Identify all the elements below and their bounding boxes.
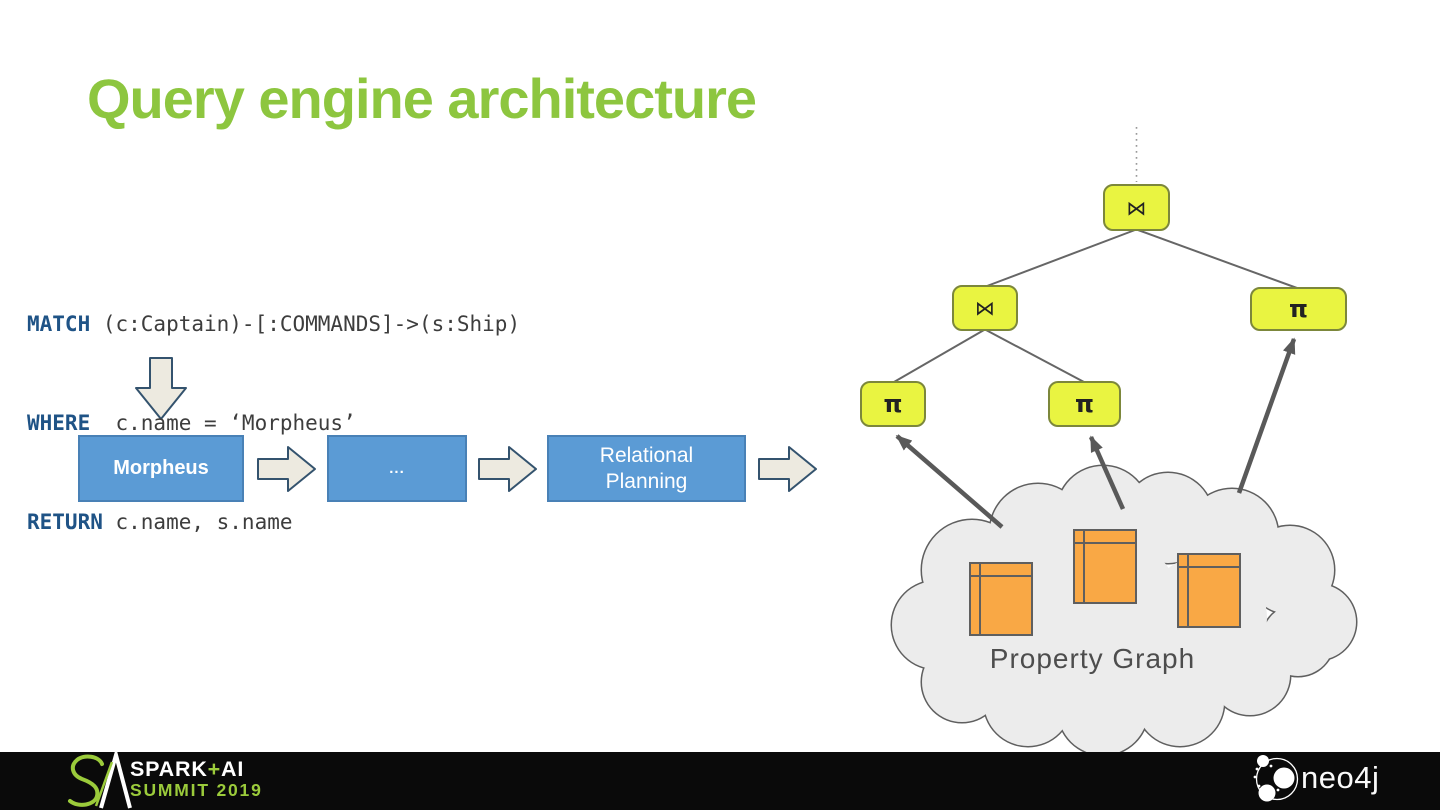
cypher-query-code: MATCH (c:Captain)-[:COMMANDS]->(s:Ship) … <box>27 242 520 605</box>
flow-arrow-icon <box>758 446 817 492</box>
table-icon <box>1073 529 1137 604</box>
plus-sign: + <box>207 757 222 781</box>
pipeline-box-intermediate: ... <box>327 435 467 502</box>
scan-arrow <box>1236 337 1297 494</box>
cypher-keyword: MATCH <box>27 312 91 336</box>
scan-arrow <box>895 434 1004 529</box>
code-line: MATCH (c:Captain)-[:COMMANDS]->(s:Ship) <box>27 308 520 341</box>
flow-arrow-icon <box>478 446 537 492</box>
plan-edge <box>985 329 1085 383</box>
down-arrow-icon <box>135 357 187 420</box>
neo4j-logo-icon <box>1253 755 1299 802</box>
plan-tree-edges <box>893 229 1298 383</box>
plan-edge <box>893 329 985 383</box>
spark-word: SPARK <box>130 757 208 781</box>
table-icon <box>1177 553 1241 628</box>
plan-edge <box>986 229 1136 287</box>
code-line: RETURN c.name, s.name <box>27 506 520 539</box>
table-icon <box>969 562 1033 636</box>
pipeline-box-relational-planning: Relational Planning <box>547 435 746 502</box>
plan-node-project-mid: π <box>1048 381 1121 427</box>
scan-arrow <box>1088 435 1126 510</box>
plan-edge <box>1137 229 1298 289</box>
neo4j-logo-text: neo4j <box>1301 760 1380 795</box>
footer-bar: SPARK+AI SUMMIT 2019 neo4j <box>0 752 1440 810</box>
cypher-text: (c:Captain)-[:COMMANDS]->(s:Ship) <box>90 312 521 336</box>
code-line: WHERE c.name = ‘Morpheus’ <box>27 407 520 440</box>
plan-node-join-top: ⋈ <box>1103 184 1170 231</box>
scan-arrows <box>895 337 1297 529</box>
cypher-keyword: RETURN <box>27 510 103 534</box>
page-title: Query engine architecture <box>87 67 757 130</box>
ai-word: AI <box>221 757 245 781</box>
property-graph-cloud <box>890 464 1358 757</box>
spark-ai-summit-logo-text: SPARK+AI SUMMIT 2019 <box>130 758 263 801</box>
summit-year-label: SUMMIT 2019 <box>130 780 263 800</box>
flow-arrow-icon <box>257 446 316 492</box>
property-graph-label: Property Graph <box>989 643 1196 674</box>
cypher-text: c.name, s.name <box>102 510 293 534</box>
spark-ai-wordmark: SPARK+AI <box>130 758 263 780</box>
plan-node-join-left: ⋈ <box>952 285 1018 331</box>
spark-ai-summit-logo-mark <box>68 752 132 809</box>
cypher-keyword: WHERE <box>27 411 91 435</box>
plan-node-project-right: π <box>1250 287 1347 331</box>
plan-node-project-left: π <box>860 381 926 427</box>
cypher-text: c.name = ‘Morpheus’ <box>90 411 356 435</box>
pipeline-box-morpheus: Morpheus <box>78 435 244 502</box>
